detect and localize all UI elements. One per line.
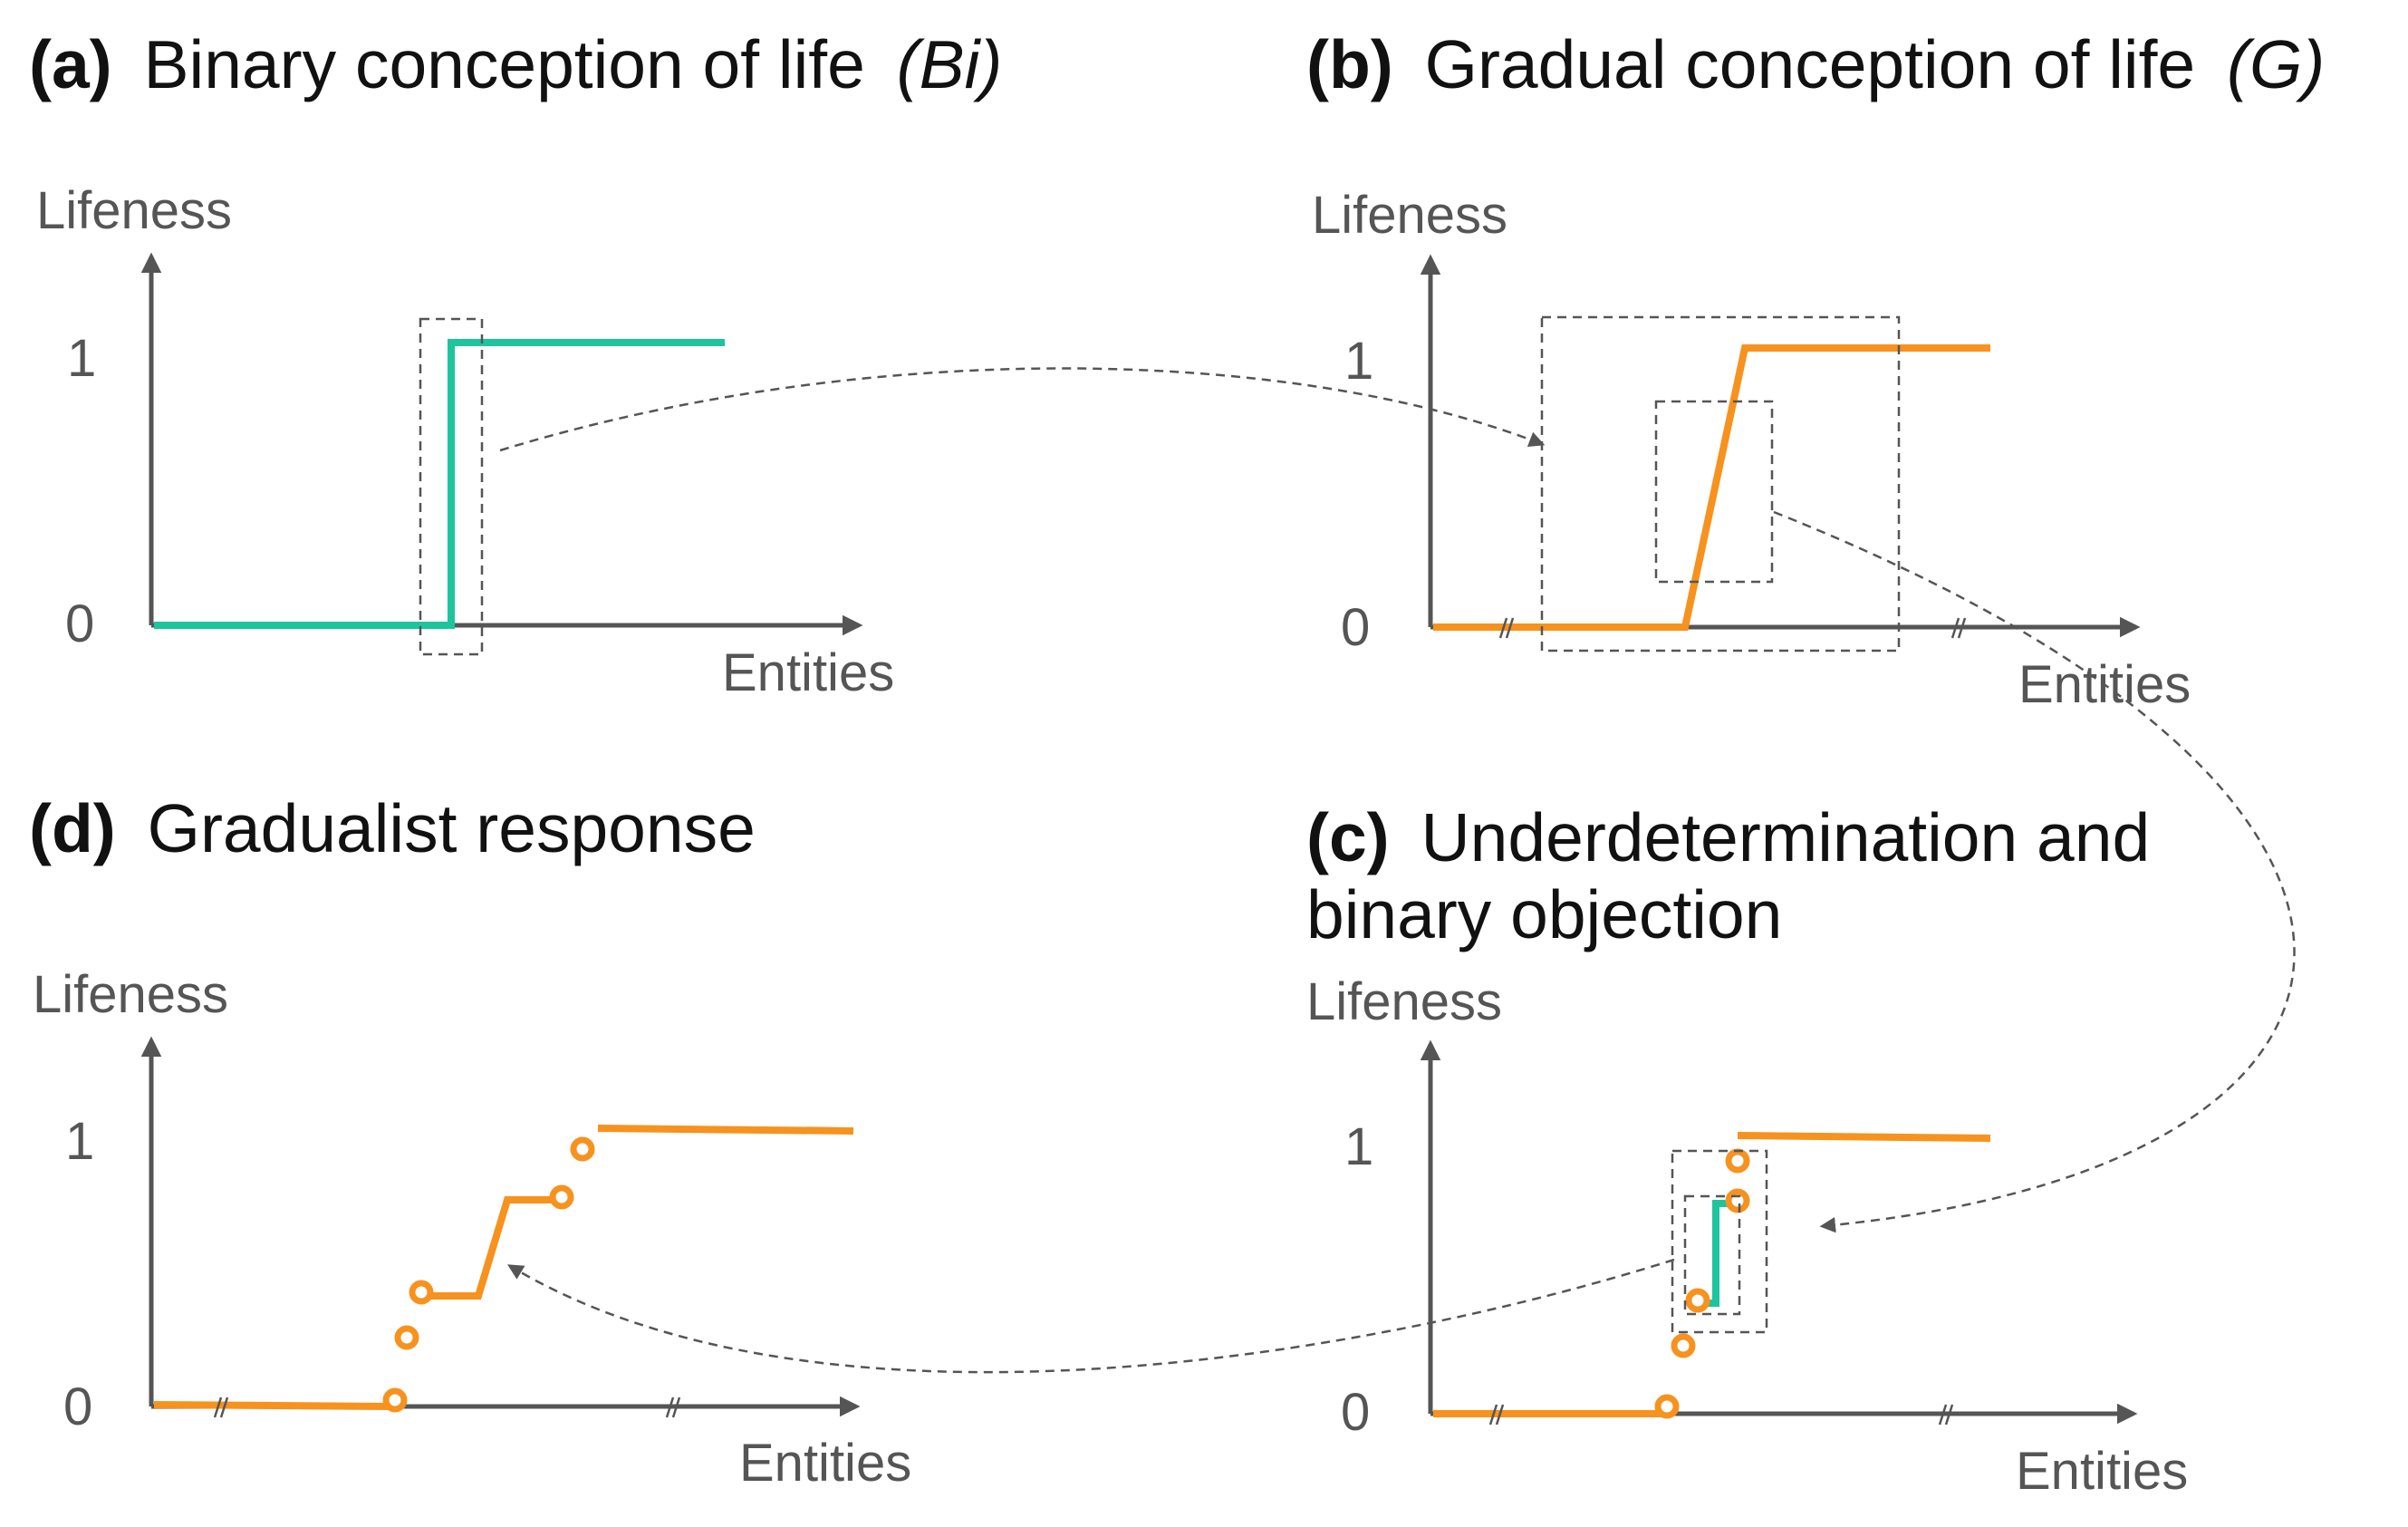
connector-arrows [499,367,2296,1374]
x-axis-label: Entities [2016,1442,2188,1501]
arrow-c-to-d [507,1258,1675,1374]
panel-b-title: (b) Gradual conception of life (G) [1306,26,2325,102]
panel-d-title: (d) Gradualist response [29,790,756,866]
panel-a-title: (a) Binary conception of life (Bi) [29,26,1002,102]
y-axis-label: Lifeness [36,181,232,240]
tick-1: 1 [1344,332,1373,391]
tick-0: 0 [1341,598,1370,657]
arrow-b-to-c [1773,510,2296,1233]
data-point [394,1325,419,1350]
binary-step-curve [154,339,725,629]
inner-transition-box [1654,400,1774,584]
upper-plateau [597,1125,854,1135]
outer-transition-box [1671,1149,1768,1334]
axis-break-marks [213,1397,681,1418]
panel-a: (a) Binary conception of life (Bi) Lifen… [29,26,1002,702]
intermediate-steps [421,1196,562,1300]
data-point [1725,1188,1750,1213]
y-axis-label: Lifeness [33,965,228,1024]
data-point [1671,1333,1696,1358]
transition-box [419,317,484,656]
tick-0: 0 [1341,1383,1370,1442]
data-point [409,1280,434,1305]
arrow-a-to-b [499,367,1546,452]
axis-break-marks [1498,617,1967,639]
tick-1: 1 [1344,1117,1373,1176]
upper-plateau [1737,1132,1991,1142]
panel-c-title-line2: binary objection [1306,876,1782,952]
data-point [570,1136,595,1162]
axis-break-marks [1488,1404,1954,1426]
underdetermined-points [1654,1148,1750,1419]
tick-1: 1 [67,329,96,388]
data-point [1654,1394,1680,1419]
lower-plateau [153,1401,390,1410]
panel-b: (b) Gradual conception of life (G) Lifen… [1306,26,2325,714]
tick-0: 0 [63,1377,92,1436]
panel-c-title-line1: (c) Underdetermination and [1306,799,2150,875]
binary-step-curve [1700,1200,1736,1307]
x-axis-label: Entities [722,643,894,702]
outer-transition-box [1540,315,1901,652]
data-point [1685,1288,1710,1313]
x-axis-label: Entities [739,1434,911,1493]
y-axis-label: Lifeness [1306,972,1502,1031]
tick-1: 1 [65,1112,94,1171]
panel-d: (d) Gradualist response Lifeness Entitie… [29,790,911,1493]
tick-0: 0 [65,594,94,653]
panel-c: (c) Underdetermination and binary object… [1306,799,2188,1501]
inner-transition-box [1683,1194,1741,1316]
y-axis-label: Lifeness [1312,186,1507,245]
graded-points [382,1136,595,1413]
data-point [1725,1148,1750,1174]
data-point [549,1184,574,1210]
gradual-curve [1433,344,1990,631]
data-point [382,1387,408,1413]
